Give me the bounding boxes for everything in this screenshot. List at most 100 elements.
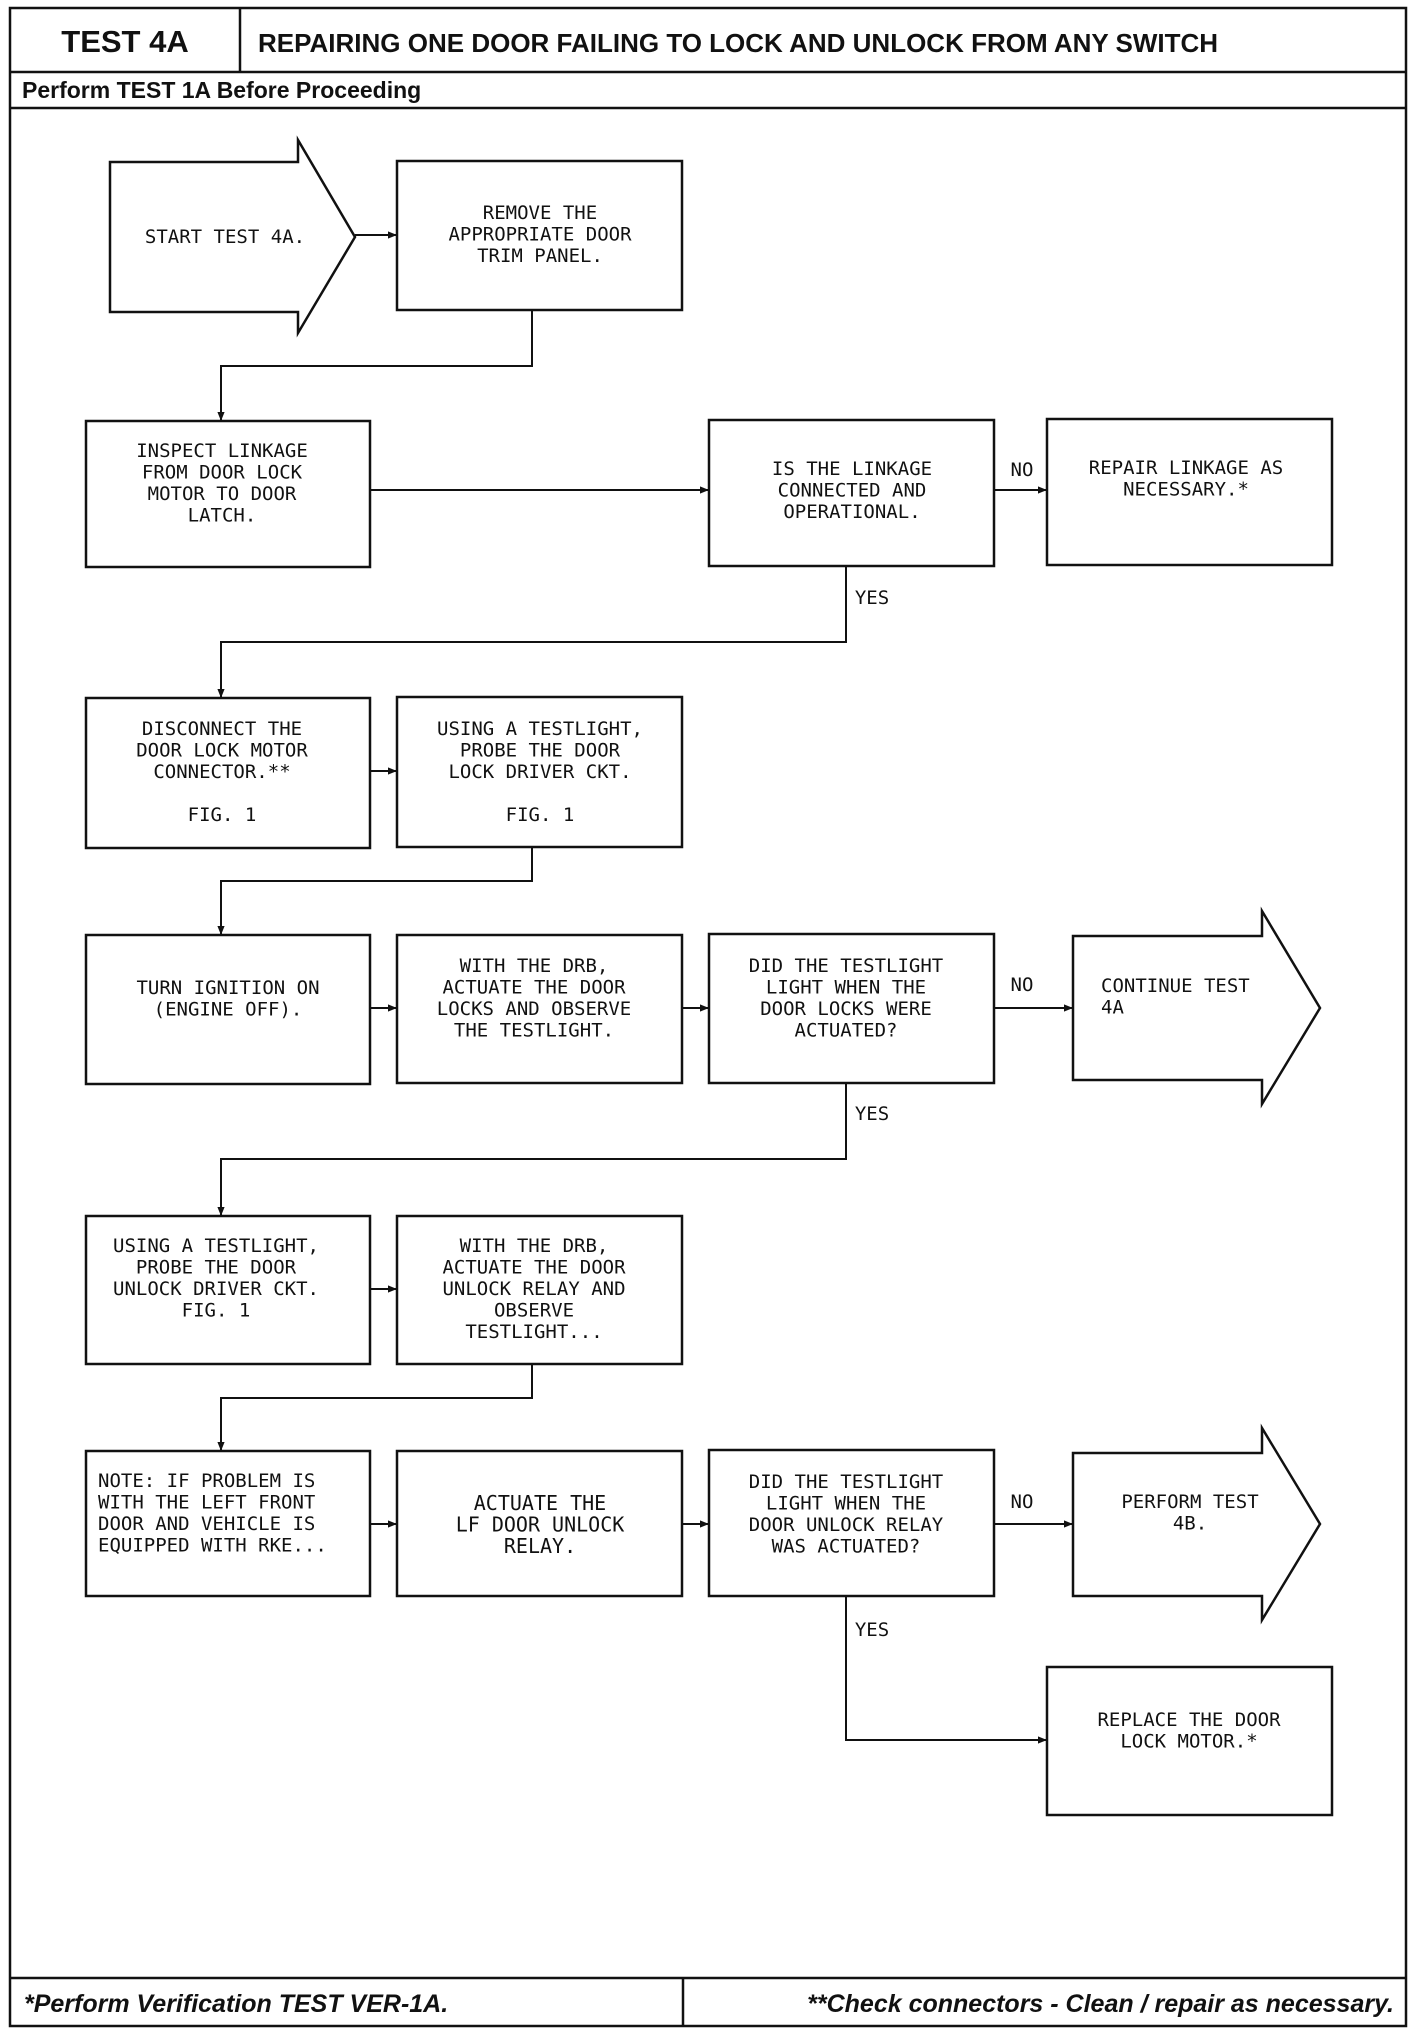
probe-lock-driver-box bbox=[395, 695, 684, 849]
remove-trim-line: REMOVE THE bbox=[483, 202, 597, 224]
replace-motor-line: LOCK MOTOR.* bbox=[1120, 1731, 1257, 1753]
actuate-locks-line: WITH THE DRB, bbox=[460, 955, 609, 977]
label-no-unlock: NO bbox=[1011, 1491, 1034, 1513]
probe-unlock-driver-line: PROBE THE DOOR bbox=[136, 1257, 297, 1279]
testlight-locks-question-line: ACTUATED? bbox=[795, 1020, 898, 1042]
label-no-linkage: NO bbox=[1011, 459, 1034, 481]
probe-unlock-driver-line: USING A TESTLIGHT, bbox=[113, 1235, 319, 1257]
actuate-locks-line: THE TESTLIGHT. bbox=[454, 1020, 614, 1042]
probe-unlock-driver-box bbox=[84, 1214, 372, 1366]
continue-arrow-shape bbox=[1071, 906, 1322, 1109]
start-line: START TEST 4A. bbox=[145, 226, 305, 248]
disconnect-motor-line: FIG. 1 bbox=[188, 804, 257, 826]
linkage-question-line: CONNECTED AND bbox=[778, 480, 927, 502]
perform-4b-line: PERFORM TEST bbox=[1121, 1491, 1258, 1513]
testlight-unlock-question-box bbox=[707, 1448, 996, 1598]
perform-4b-line: 4B. bbox=[1173, 1513, 1207, 1535]
inspect-linkage-line: LATCH. bbox=[188, 505, 257, 527]
testlight-unlock-question-line: DID THE TESTLIGHT bbox=[749, 1471, 943, 1493]
connector-linkage-yes bbox=[217, 566, 847, 698]
actuate-lf-unlock-line: LF DOOR UNLOCK bbox=[456, 1513, 625, 1537]
connector-probe-to-ignition bbox=[217, 847, 533, 935]
label-no-locks: NO bbox=[1011, 974, 1034, 996]
disconnect-motor-line: CONNECTOR.** bbox=[153, 761, 290, 783]
start-arrow-shape bbox=[108, 135, 357, 338]
note-rke-line: NOTE: IF PROBLEM IS bbox=[98, 1470, 315, 1492]
actuate-unlock-relay-line: TESTLIGHT... bbox=[465, 1321, 602, 1343]
actuate-locks-line: ACTUATE THE DOOR bbox=[442, 977, 626, 999]
actuate-unlock-relay-box bbox=[395, 1214, 684, 1366]
note-rke-line: DOOR AND VEHICLE IS bbox=[98, 1513, 315, 1535]
linkage-question-line: IS THE LINKAGE bbox=[772, 458, 932, 480]
testlight-locks-question-line: DID THE TESTLIGHT bbox=[749, 955, 943, 977]
remove-trim-line: TRIM PANEL. bbox=[477, 245, 603, 267]
label-yes-locks: YES bbox=[855, 1103, 889, 1125]
connector-locks-yes bbox=[217, 1083, 847, 1216]
actuate-unlock-relay-line: OBSERVE bbox=[494, 1300, 574, 1322]
footer-left-note: *Perform Verification TEST VER-1A. bbox=[24, 1990, 448, 2018]
inspect-linkage-line: FROM DOOR LOCK bbox=[142, 462, 303, 484]
actuate-lf-unlock-line: ACTUATE THE bbox=[474, 1491, 606, 1515]
ignition-on-box bbox=[84, 933, 372, 1086]
probe-lock-driver-line: LOCK DRIVER CKT. bbox=[448, 761, 631, 783]
actuate-unlock-relay-line: WITH THE DRB, bbox=[460, 1235, 609, 1257]
probe-lock-driver-line: FIG. 1 bbox=[506, 804, 575, 826]
perform-4b-arrow-shape bbox=[1071, 1423, 1322, 1625]
actuate-lf-unlock-line: RELAY. bbox=[504, 1534, 576, 1558]
testlight-locks-question-line: LIGHT WHEN THE bbox=[766, 977, 926, 999]
repair-linkage-line: REPAIR LINKAGE AS bbox=[1089, 457, 1283, 479]
test-id: TEST 4A bbox=[61, 24, 188, 59]
page-frame bbox=[8, 6, 1408, 2028]
prerequisite-note: Perform TEST 1A Before Proceeding bbox=[22, 77, 421, 103]
connector-relay-to-note bbox=[217, 1364, 533, 1451]
disconnect-motor-line: DISCONNECT THE bbox=[142, 718, 302, 740]
actuate-locks-line: LOCKS AND OBSERVE bbox=[437, 998, 631, 1020]
probe-lock-driver-line: PROBE THE DOOR bbox=[460, 740, 621, 762]
inspect-linkage-line: INSPECT LINKAGE bbox=[136, 440, 308, 462]
replace-motor-box bbox=[1045, 1665, 1334, 1817]
testlight-unlock-question-line: WAS ACTUATED? bbox=[772, 1536, 921, 1558]
page-title: REPAIRING ONE DOOR FAILING TO LOCK AND U… bbox=[258, 28, 1218, 58]
footer-right-note: **Check connectors - Clean / repair as n… bbox=[807, 1990, 1394, 2018]
inspect-linkage-line: MOTOR TO DOOR bbox=[148, 483, 297, 505]
testlight-unlock-question-line: LIGHT WHEN THE bbox=[766, 1493, 926, 1515]
linkage-question-box bbox=[707, 418, 996, 568]
ignition-on-line: (ENGINE OFF). bbox=[154, 999, 303, 1021]
continue-test-line: 4A bbox=[1101, 997, 1124, 1019]
probe-lock-driver-line: USING A TESTLIGHT, bbox=[437, 718, 643, 740]
linkage-question-line: OPERATIONAL. bbox=[783, 501, 920, 523]
label-yes-unlock: YES bbox=[855, 1619, 889, 1641]
disconnect-motor-line: DOOR LOCK MOTOR bbox=[136, 740, 308, 762]
continue-test-line: CONTINUE TEST bbox=[1101, 975, 1250, 997]
actuate-unlock-relay-line: UNLOCK RELAY AND bbox=[442, 1278, 625, 1300]
testlight-unlock-question-line: DOOR UNLOCK RELAY bbox=[749, 1514, 944, 1536]
ignition-on-line: TURN IGNITION ON bbox=[136, 977, 319, 999]
note-rke-box bbox=[84, 1449, 372, 1598]
disconnect-motor-box bbox=[84, 696, 372, 850]
label-yes-linkage: YES bbox=[855, 587, 889, 609]
remove-trim-line: APPROPRIATE DOOR bbox=[448, 224, 632, 246]
probe-unlock-driver-line: UNLOCK DRIVER CKT. bbox=[113, 1278, 319, 1300]
actuate-lf-unlock-box bbox=[395, 1449, 684, 1598]
actuate-locks-box bbox=[395, 933, 684, 1085]
repair-linkage-line: NECESSARY.* bbox=[1123, 479, 1249, 501]
inspect-linkage-box bbox=[84, 419, 372, 569]
repair-linkage-box bbox=[1045, 417, 1334, 567]
testlight-locks-question-line: DOOR LOCKS WERE bbox=[760, 998, 932, 1020]
